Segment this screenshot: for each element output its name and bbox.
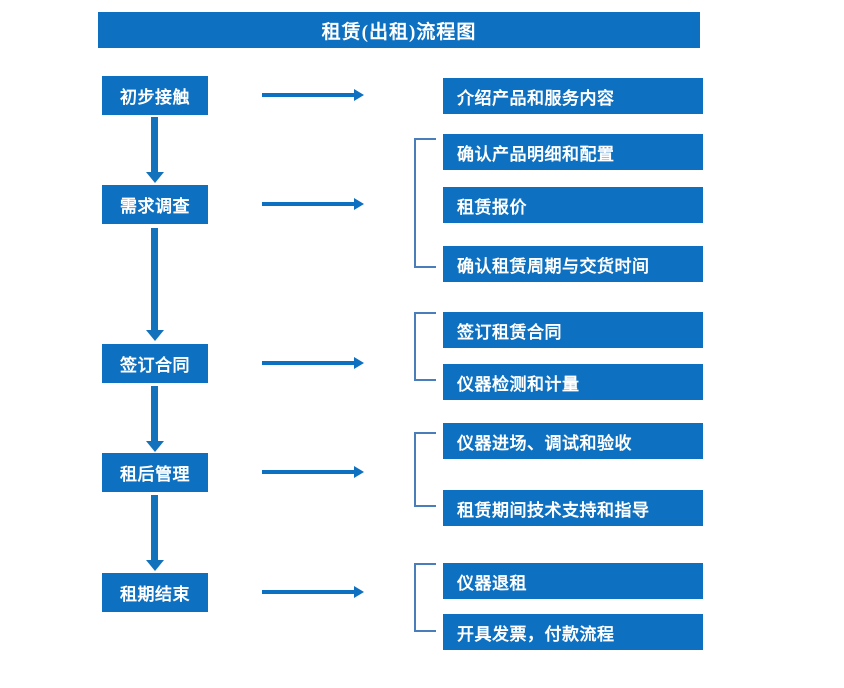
detail-box-4[interactable]: 确认租赁周期与交货时间 (443, 246, 703, 282)
detail-box-1[interactable]: 介绍产品和服务内容 (443, 78, 703, 114)
flow-arrow-down-3 (146, 386, 164, 452)
detail-arrow-right-3 (262, 356, 364, 370)
detail-box-6[interactable]: 仪器检测和计量 (443, 364, 703, 400)
stage-box-4[interactable]: 租后管理 (102, 453, 208, 492)
arrow-head-right-icon (354, 89, 364, 101)
arrow-shaft (262, 470, 355, 474)
detail-arrow-right-5 (262, 585, 364, 599)
flow-arrow-down-2 (146, 228, 164, 341)
arrow-head-down-icon (146, 560, 164, 571)
arrow-shaft (262, 93, 355, 97)
arrow-shaft (151, 386, 158, 442)
stage-box-3[interactable]: 签订合同 (102, 344, 208, 383)
arrow-shaft (151, 495, 158, 561)
group-bracket-1 (414, 138, 436, 268)
arrow-head-right-icon (354, 586, 364, 598)
detail-box-2[interactable]: 确认产品明细和配置 (443, 134, 703, 170)
group-bracket-3 (414, 432, 436, 507)
stage-box-2[interactable]: 需求调查 (102, 185, 208, 224)
detail-box-9[interactable]: 仪器退租 (443, 563, 703, 599)
detail-box-7[interactable]: 仪器进场、调试和验收 (443, 423, 703, 459)
page-title: 租赁(出租)流程图 (98, 12, 700, 48)
arrow-shaft (151, 228, 158, 331)
arrow-head-right-icon (354, 198, 364, 210)
arrow-head-down-icon (146, 330, 164, 341)
arrow-shaft (151, 117, 158, 173)
flow-arrow-down-4 (146, 495, 164, 571)
arrow-shaft (262, 361, 355, 365)
detail-box-5[interactable]: 签订租赁合同 (443, 312, 703, 348)
stage-box-1[interactable]: 初步接触 (102, 76, 208, 115)
arrow-head-down-icon (146, 172, 164, 183)
detail-arrow-right-2 (262, 197, 364, 211)
arrow-head-right-icon (354, 466, 364, 478)
arrow-head-down-icon (146, 441, 164, 452)
group-bracket-2 (414, 312, 436, 381)
arrow-head-right-icon (354, 357, 364, 369)
group-bracket-4 (414, 563, 436, 632)
detail-box-3[interactable]: 租赁报价 (443, 187, 703, 223)
detail-box-8[interactable]: 租赁期间技术支持和指导 (443, 490, 703, 526)
detail-arrow-right-4 (262, 465, 364, 479)
detail-arrow-right-1 (262, 88, 364, 102)
arrow-shaft (262, 590, 355, 594)
arrow-shaft (262, 202, 355, 206)
detail-box-10[interactable]: 开具发票，付款流程 (443, 614, 703, 650)
stage-box-5[interactable]: 租期结束 (102, 573, 208, 612)
flow-arrow-down-1 (146, 117, 164, 183)
